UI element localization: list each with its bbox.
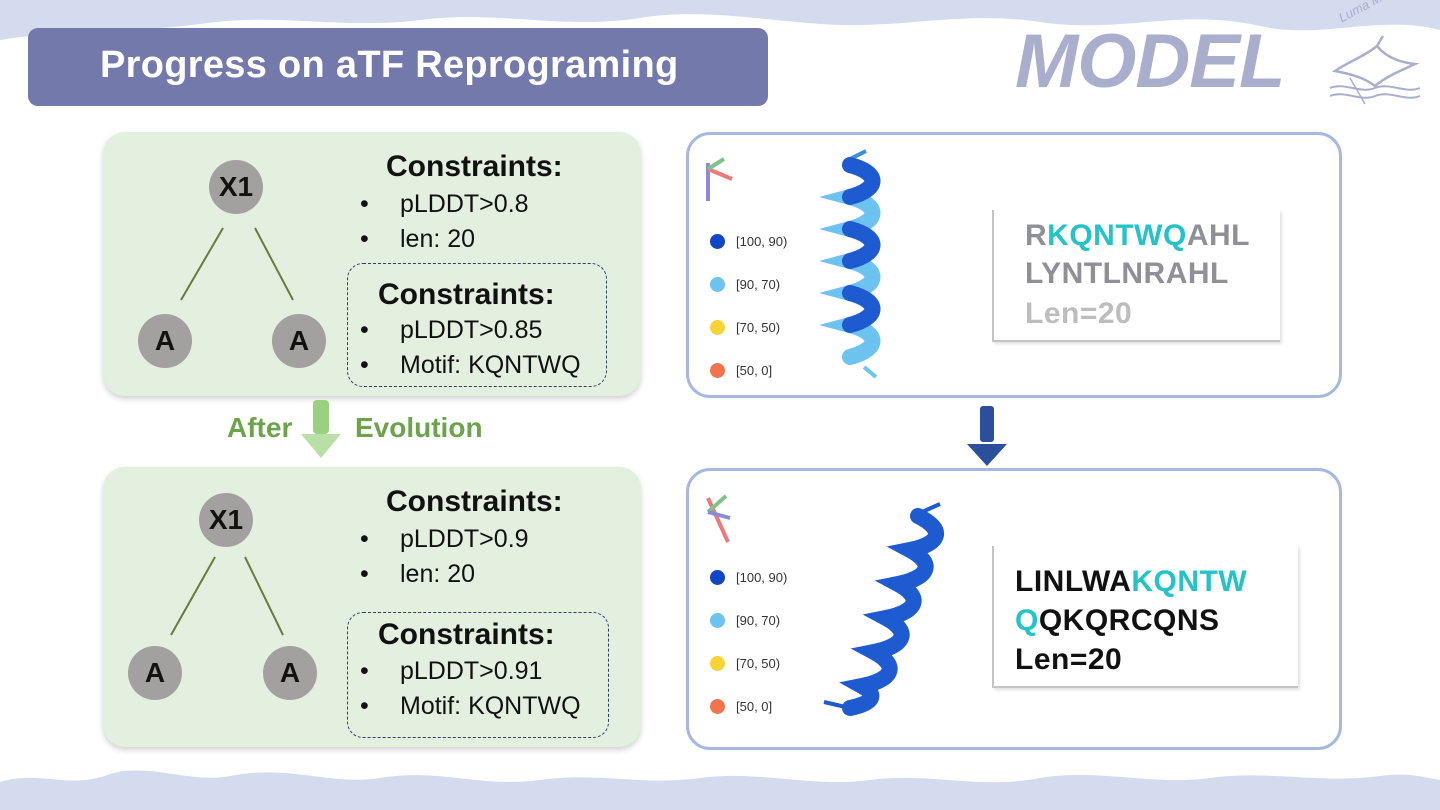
sequence-line-2: LYNTLNRAHL <box>1025 257 1229 290</box>
constraint-panel-before <box>103 132 641 396</box>
constraint-item: •len: 20 <box>360 225 476 253</box>
inner-constraints-box <box>347 612 609 738</box>
brand-model: MODEL <box>1015 19 1285 104</box>
title-bar <box>28 28 768 106</box>
tree-edges-before <box>180 227 294 301</box>
sequence-box-after <box>992 546 1298 688</box>
sequence-length: Len=20 <box>1025 297 1133 330</box>
inner-constraints-heading: Constraints: <box>378 278 555 311</box>
tree-node-right: A <box>272 314 326 368</box>
legend-item: [100, 90) <box>710 556 787 599</box>
legend-item: [90, 70) <box>710 599 787 642</box>
legend-item: [70, 50) <box>710 642 787 685</box>
constraint-item: •len: 20 <box>360 560 476 588</box>
plddt-legend: [100, 90) [90, 70) [70, 50) [50, 0] <box>710 220 787 392</box>
legend-item: [50, 0] <box>710 349 787 392</box>
axes-gizmo-icon <box>706 157 733 201</box>
evolution-label: Evolution <box>355 412 483 443</box>
constraint-item: •pLDDT>0.8 <box>360 190 529 218</box>
legend-item: [70, 50) <box>710 306 787 349</box>
slide-title: Progress on aTF Reprograming <box>100 44 679 86</box>
protein-helix-before-icon <box>820 149 881 379</box>
inner-constraint-item: •Motif: KQNTWQ <box>360 351 581 379</box>
axes-gizmo-icon <box>706 494 731 543</box>
structure-panel-after <box>686 468 1342 750</box>
legend-item: [90, 70) <box>710 263 787 306</box>
constraint-item: •pLDDT>0.9 <box>360 525 529 553</box>
legend-item: [100, 90) <box>710 220 787 263</box>
sequence-length: Len=20 <box>1015 643 1123 676</box>
sequence-line-2: QQKQRCQNS <box>1015 604 1220 637</box>
tree-edges-after <box>170 556 284 636</box>
legend-item: [50, 0] <box>710 685 787 728</box>
tree-node-right: A <box>263 646 317 700</box>
structure-panel-before <box>686 132 1342 398</box>
green-down-arrow-icon <box>301 400 341 458</box>
constraints-heading: Constraints: <box>386 150 563 183</box>
inner-constraint-item: •pLDDT>0.91 <box>360 657 543 685</box>
inner-constraint-item: •pLDDT>0.85 <box>360 316 543 344</box>
tree-node-root: X1 <box>199 493 253 547</box>
bottom-wave-decoration <box>0 770 1440 810</box>
constraints-heading: Constraints: <box>386 485 563 518</box>
sequence-box-before <box>992 210 1280 342</box>
blue-down-arrow-icon <box>967 406 1007 466</box>
manta-logo-icon <box>1329 35 1421 105</box>
tree-node-left: A <box>138 314 192 368</box>
inner-constraint-item: •Motif: KQNTWQ <box>360 692 581 720</box>
protein-helix-after-icon <box>823 502 944 716</box>
sequence-line-1: RKQNTWQAHL <box>1025 219 1250 252</box>
inner-constraints-heading: Constraints: <box>378 618 555 651</box>
top-wave-decoration <box>0 0 1440 40</box>
inner-constraints-box <box>347 263 607 387</box>
tree-node-left: A <box>128 646 182 700</box>
sequence-line-1: LINLWAKQNTW <box>1015 565 1248 598</box>
constraint-panel-after <box>103 467 641 747</box>
tree-node-root: X1 <box>209 160 263 214</box>
plddt-legend: [100, 90) [90, 70) [70, 50) [50, 0] <box>710 556 787 728</box>
after-label: After <box>227 412 293 443</box>
